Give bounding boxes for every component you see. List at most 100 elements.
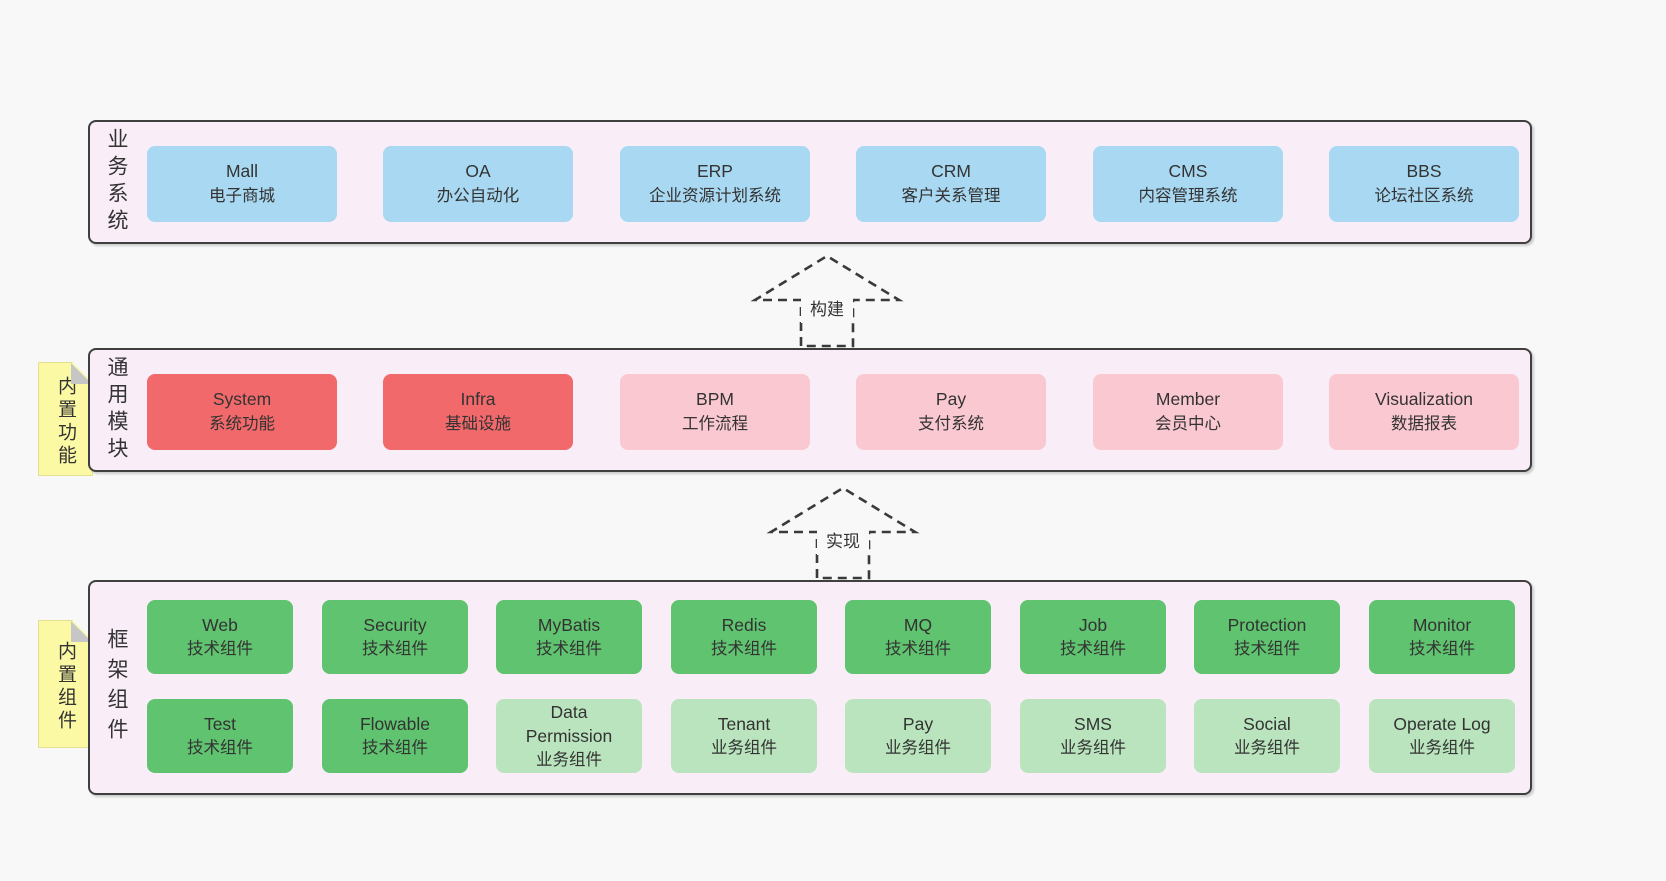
box-system-subtitle: 系统功能	[209, 415, 275, 433]
box-mall-title: Mall	[225, 161, 259, 181]
box-redis: Redis 技术组件	[671, 600, 817, 674]
box-security-title: Security	[363, 615, 427, 635]
band-framework-components: 框架组件 Web 技术组件 Security 技术组件 MyBatis 技术组件…	[88, 580, 1532, 795]
box-job-title: Job	[1078, 615, 1108, 635]
box-monitor: Monitor 技术组件	[1369, 600, 1515, 674]
box-operate-log-title: Operate Log	[1393, 714, 1491, 734]
box-redis-subtitle: 技术组件	[711, 640, 777, 658]
box-mq: MQ 技术组件	[845, 600, 991, 674]
box-mybatis-subtitle: 技术组件	[536, 640, 602, 658]
band-business-systems-label: 业务系统	[105, 128, 128, 236]
arrow-build-label: 构建	[801, 297, 853, 323]
box-protection-subtitle: 技术组件	[1234, 640, 1300, 658]
box-flowable-subtitle: 技术组件	[362, 739, 428, 757]
dashed-up-arrow-icon	[750, 254, 904, 348]
box-infra: Infra 基础设施	[383, 374, 573, 450]
box-pay-module-subtitle: 支付系统	[918, 415, 984, 433]
arrow-implement-label: 实现	[817, 529, 869, 555]
box-cms: CMS 内容管理系统	[1093, 146, 1283, 222]
box-crm-title: CRM	[931, 161, 971, 181]
box-web-title: Web	[202, 615, 238, 635]
box-cms-subtitle: 内容管理系统	[1138, 187, 1238, 205]
box-visualization-title: Visualization	[1375, 389, 1473, 409]
box-monitor-subtitle: 技术组件	[1409, 640, 1475, 658]
box-sms-subtitle: 业务组件	[1060, 739, 1126, 757]
box-job-subtitle: 技术组件	[1060, 640, 1126, 658]
box-oa: OA 办公自动化	[383, 146, 573, 222]
band-business-systems: 业务系统 Mall 电子商城 OA 办公自动化 ERP 企业资源计划系统 CRM…	[88, 120, 1532, 244]
box-bbs-subtitle: 论坛社区系统	[1374, 187, 1474, 205]
box-job: Job 技术组件	[1020, 600, 1166, 674]
box-visualization-subtitle: 数据报表	[1391, 415, 1457, 433]
box-test-title: Test	[203, 714, 237, 734]
sticky-builtin-components: 内置组件	[38, 620, 93, 748]
box-infra-subtitle: 基础设施	[445, 415, 511, 433]
box-web-subtitle: 技术组件	[187, 640, 253, 658]
box-member-title: Member	[1155, 389, 1221, 409]
box-bbs-title: BBS	[1406, 161, 1442, 181]
box-operate-log-subtitle: 业务组件	[1409, 739, 1475, 757]
box-tenant-title: Tenant	[717, 714, 771, 734]
band-common-modules-label: 通用模块	[105, 356, 128, 464]
band-common-modules: 通用模块 System 系统功能 Infra 基础设施 BPM 工作流程 Pay…	[88, 348, 1532, 472]
sticky-builtin-features: 内置功能	[38, 362, 93, 476]
box-pay-module-title: Pay	[935, 389, 967, 409]
box-pay-component: Pay 业务组件	[845, 699, 991, 773]
box-security-subtitle: 技术组件	[362, 640, 428, 658]
box-cms-title: CMS	[1168, 161, 1208, 181]
box-crm-subtitle: 客户关系管理	[901, 187, 1001, 205]
box-member: Member 会员中心	[1093, 374, 1283, 450]
box-protection-title: Protection	[1227, 615, 1307, 635]
box-oa-title: OA	[465, 161, 491, 181]
box-test-subtitle: 技术组件	[187, 739, 253, 757]
box-redis-title: Redis	[721, 615, 767, 635]
band-framework-components-label: 框架组件	[105, 627, 128, 748]
box-erp-title: ERP	[697, 161, 733, 181]
box-sms-title: SMS	[1074, 714, 1112, 734]
box-data-permission: Data Permission 业务组件	[496, 699, 642, 773]
box-flowable-title: Flowable	[359, 714, 431, 734]
box-monitor-title: Monitor	[1412, 615, 1472, 635]
box-tenant: Tenant 业务组件	[671, 699, 817, 773]
box-crm: CRM 客户关系管理	[856, 146, 1046, 222]
box-web: Web 技术组件	[147, 600, 293, 674]
box-tenant-subtitle: 业务组件	[711, 739, 777, 757]
box-pay-component-title: Pay	[902, 714, 934, 734]
box-system: System 系统功能	[147, 374, 337, 450]
box-mybatis-title: MyBatis	[537, 615, 601, 635]
box-protection: Protection 技术组件	[1194, 600, 1340, 674]
dashed-up-arrow-icon	[766, 486, 920, 580]
box-visualization: Visualization 数据报表	[1329, 374, 1519, 450]
box-social: Social 业务组件	[1194, 699, 1340, 773]
box-mybatis: MyBatis 技术组件	[496, 600, 642, 674]
box-bbs: BBS 论坛社区系统	[1329, 146, 1519, 222]
box-bpm: BPM 工作流程	[620, 374, 810, 450]
box-bpm-title: BPM	[696, 389, 734, 409]
arrow-build-icon	[747, 252, 907, 350]
box-data-permission-subtitle: 业务组件	[536, 751, 602, 769]
box-mq-title: MQ	[903, 615, 933, 635]
arrow-implement-icon	[763, 484, 923, 582]
box-operate-log: Operate Log 业务组件	[1369, 699, 1515, 773]
box-pay-module: Pay 支付系统	[856, 374, 1046, 450]
box-mq-subtitle: 技术组件	[885, 640, 951, 658]
box-bpm-subtitle: 工作流程	[682, 415, 748, 433]
box-erp-subtitle: 企业资源计划系统	[649, 187, 781, 205]
box-erp: ERP 企业资源计划系统	[620, 146, 810, 222]
box-mall-subtitle: 电子商城	[209, 187, 275, 205]
box-mall: Mall 电子商城	[147, 146, 337, 222]
box-sms: SMS 业务组件	[1020, 699, 1166, 773]
box-pay-component-subtitle: 业务组件	[885, 739, 951, 757]
box-social-subtitle: 业务组件	[1234, 739, 1300, 757]
box-social-title: Social	[1243, 714, 1291, 734]
box-test: Test 技术组件	[147, 699, 293, 773]
box-system-title: System	[212, 389, 272, 409]
sticky-builtin-features-label: 内置功能	[55, 376, 76, 468]
box-security: Security 技术组件	[322, 600, 468, 674]
box-data-permission-title: Data Permission	[525, 702, 613, 746]
box-flowable: Flowable 技术组件	[322, 699, 468, 773]
sticky-builtin-components-label: 内置组件	[55, 641, 76, 733]
box-oa-subtitle: 办公自动化	[436, 187, 520, 205]
box-member-subtitle: 会员中心	[1155, 415, 1221, 433]
